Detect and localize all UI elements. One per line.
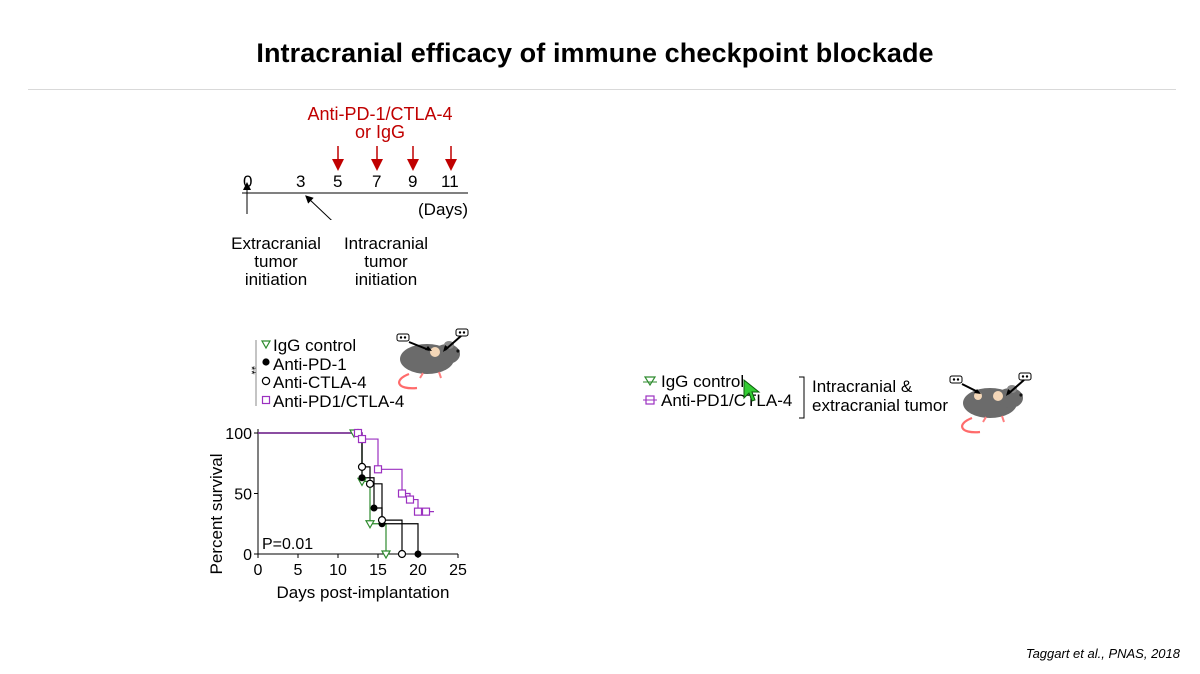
mouse-with-tumors-icon bbox=[949, 372, 1032, 434]
combo-square-icon bbox=[261, 395, 271, 405]
mouse-pointer-icon bbox=[743, 378, 761, 402]
open-circle-marker bbox=[365, 479, 375, 488]
y-axis-label: Percent survival bbox=[207, 454, 226, 575]
y-tick-label: 100 bbox=[225, 426, 252, 443]
x-tick-label: 25 bbox=[449, 562, 467, 579]
group-label-line2: extracranial tumor bbox=[812, 396, 949, 415]
mouse-with-tumor-icon bbox=[396, 328, 469, 390]
open-circle-marker bbox=[357, 462, 367, 471]
intracranial-event-label: Intracranial tumor initiation bbox=[333, 235, 439, 289]
x-tick-label: 10 bbox=[329, 562, 347, 579]
group-label-line1: Intracranial & bbox=[812, 377, 913, 396]
slide-title: Intracranial efficacy of immune checkpoi… bbox=[256, 38, 934, 68]
x-tick-label: 5 bbox=[294, 562, 303, 579]
triangle-marker bbox=[364, 520, 376, 529]
timeline-tick-9: 9 bbox=[408, 172, 418, 191]
event2-line1: Intracranial bbox=[343, 234, 429, 253]
significance-stars: ** bbox=[245, 366, 257, 375]
triangle-marker bbox=[380, 550, 392, 560]
timeline-tick-0: 0 bbox=[243, 172, 253, 191]
x-tick-label: 20 bbox=[409, 562, 427, 579]
y-tick-label: 0 bbox=[243, 547, 252, 564]
right-legend-combo: Anti-PD1/CTLA-4 bbox=[661, 391, 793, 410]
legend-markers: ** bbox=[245, 340, 272, 406]
open-circle-marker bbox=[377, 516, 387, 525]
square-marker bbox=[421, 507, 431, 516]
square-marker bbox=[357, 434, 367, 444]
ctla4-open-circle-icon bbox=[261, 376, 271, 386]
timeline-tick-7: 7 bbox=[372, 172, 382, 191]
legend-ctla4: Anti-CTLA-4 bbox=[273, 373, 367, 392]
square-marker bbox=[405, 495, 415, 504]
timeline-tick-11: 11 bbox=[441, 172, 459, 191]
x-axis-label: Days post-implantation bbox=[277, 583, 450, 602]
event1-line1: Extracranial bbox=[231, 234, 321, 253]
timeline-tick-3: 3 bbox=[296, 172, 306, 191]
treatment-label-line2: or IgG bbox=[354, 122, 406, 142]
intracranial-arrow bbox=[305, 195, 332, 220]
y-tick-label: 50 bbox=[234, 487, 252, 504]
treatment-label-line1: Anti-PD-1/CTLA-4 bbox=[307, 104, 453, 124]
chart-axes: 0 50 100 0 5 10 15 20 25 bbox=[225, 426, 467, 579]
right-legend-igg: IgG control bbox=[661, 372, 745, 391]
legend-pd1: Anti-PD-1 bbox=[273, 355, 347, 374]
legend-combo: Anti-PD1/CTLA-4 bbox=[273, 392, 405, 411]
survival-chart: 0 50 100 0 5 10 15 20 25 Percent survival Days p… bbox=[207, 426, 467, 602]
event1-line2: tumor bbox=[254, 252, 298, 271]
x-tick-label: 0 bbox=[254, 562, 263, 579]
filled-circle-marker bbox=[358, 474, 366, 482]
citation: Taggart et al., PNAS, 2018 bbox=[1025, 646, 1180, 661]
square-marker bbox=[397, 489, 407, 498]
chart-markers bbox=[348, 428, 431, 560]
pd1-filled-circle-icon bbox=[262, 358, 270, 366]
event2-line3: initiation bbox=[354, 270, 418, 289]
legend-igg: IgG control bbox=[273, 336, 357, 355]
right-legend-markers bbox=[643, 376, 657, 405]
p-value-annotation: P=0.01 bbox=[262, 536, 313, 553]
open-circle-marker bbox=[397, 549, 407, 559]
extracranial-event-label: Extracranial tumor initiation bbox=[220, 235, 332, 289]
square-marker bbox=[373, 465, 383, 474]
square-marker bbox=[413, 507, 423, 516]
event1-line3: initiation bbox=[244, 270, 308, 289]
event2-line2: tumor bbox=[364, 252, 408, 271]
x-tick-label: 15 bbox=[369, 562, 387, 579]
filled-circle-marker bbox=[414, 550, 422, 558]
timeline-axis bbox=[242, 146, 468, 220]
timeline-tick-5: 5 bbox=[333, 172, 343, 191]
right-legend-bracket bbox=[799, 376, 805, 419]
timeline-units: (Days) bbox=[418, 200, 469, 219]
title-divider bbox=[28, 89, 1176, 90]
filled-circle-marker bbox=[370, 504, 378, 512]
igg-triangle-icon bbox=[260, 340, 272, 350]
right-igg-triangle-icon bbox=[643, 376, 657, 387]
